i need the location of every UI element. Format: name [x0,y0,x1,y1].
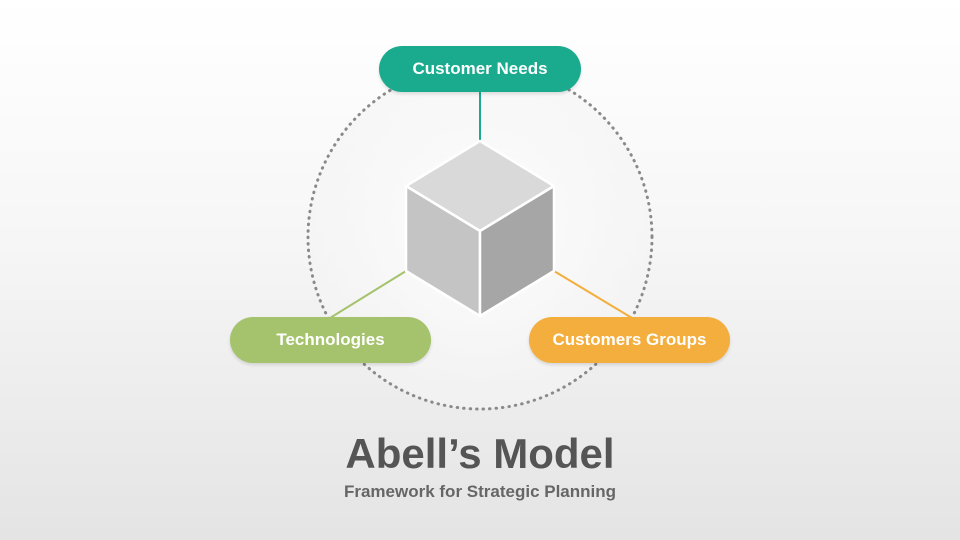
page-subtitle: Framework for Strategic Planning [343,482,617,501]
cube-icon [404,139,556,318]
cube-right-face [478,184,556,318]
customer-needs-pill[interactable]: Customer Needs [379,46,581,92]
technologies-pill[interactable]: Technologies [230,317,431,363]
connector-customers-groups [553,270,633,319]
customers-groups-pill[interactable]: Customers Groups [529,317,730,363]
connector-technologies [329,270,407,319]
page-title: Abell’s Model [345,430,615,477]
